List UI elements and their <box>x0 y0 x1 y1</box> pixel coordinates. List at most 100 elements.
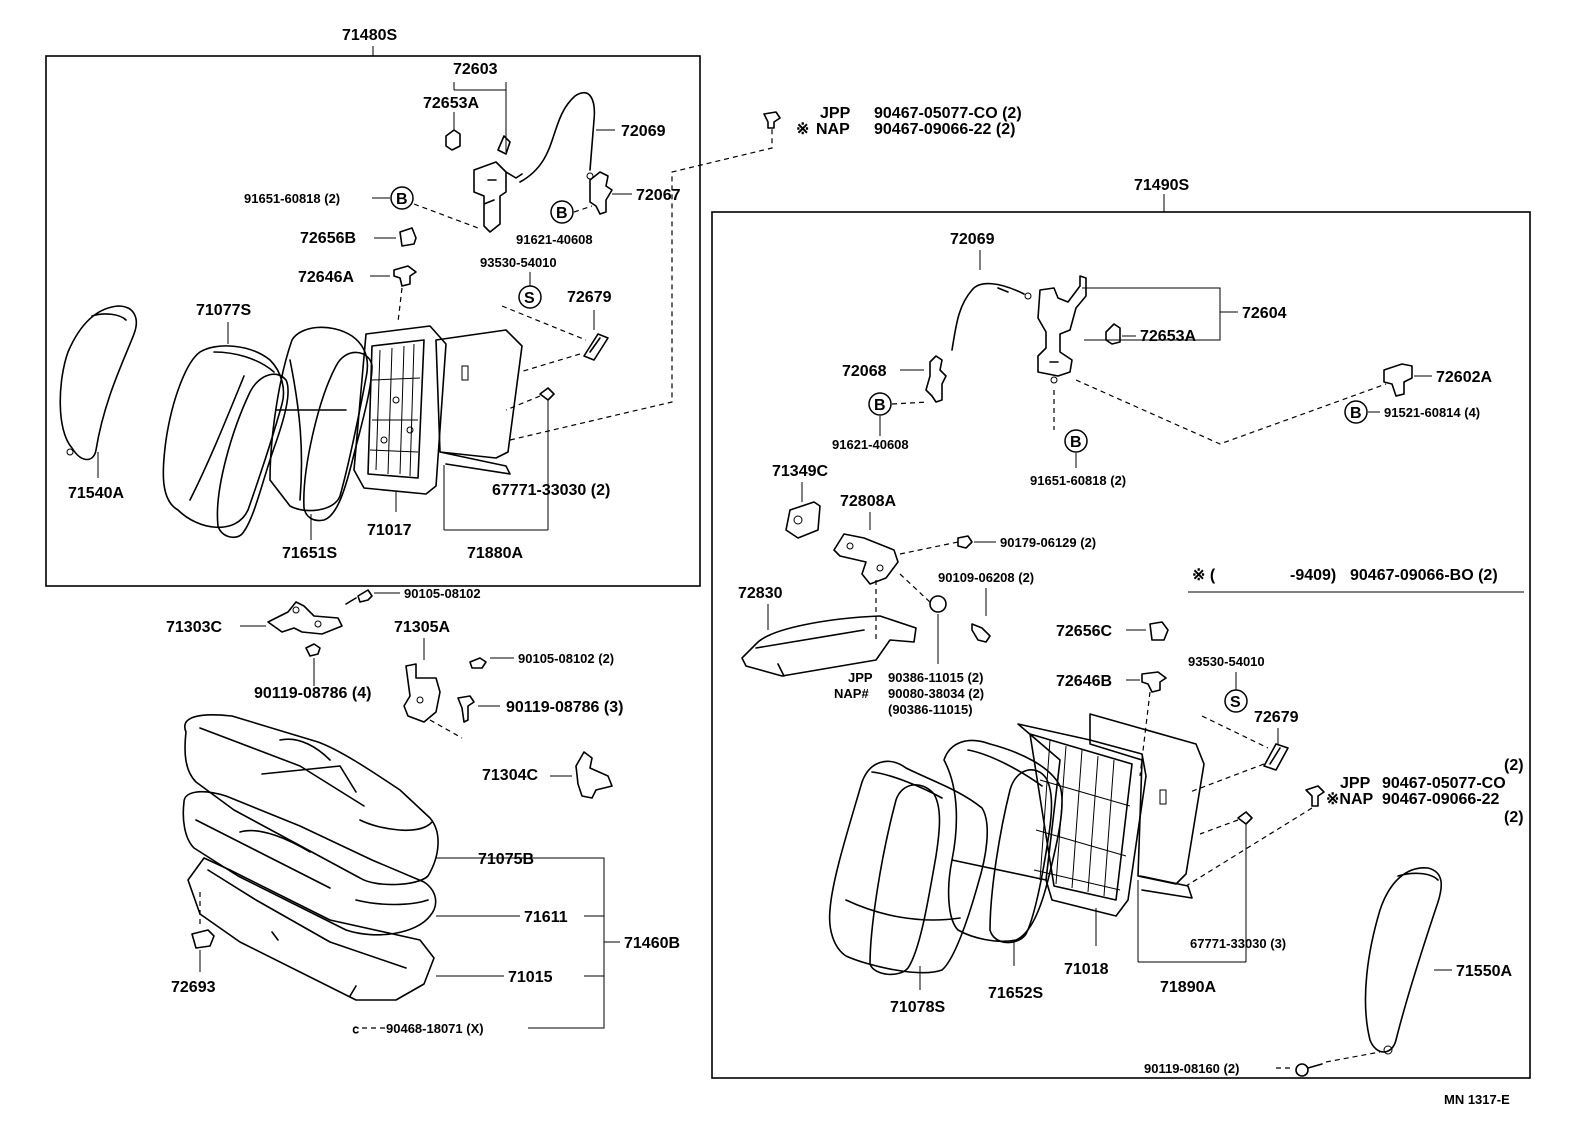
fastener-note-top: JPP ※ NAP 90467-05077-CO (2) 90467-09066… <box>763 105 1022 138</box>
label-72679-left: 72679 <box>567 289 612 306</box>
hinge-72602A <box>1383 363 1413 397</box>
svg-text:B: B <box>1350 405 1362 422</box>
label-90386-alt: (90386-11015) <box>888 702 973 717</box>
label-71075B: 71075B <box>478 851 534 868</box>
label-jpp-bushing: JPP <box>848 670 873 685</box>
seatback-side-bolster <box>216 373 289 539</box>
bushing-90386-11015 <box>929 595 947 613</box>
lock-striker-72068 <box>925 355 947 403</box>
hinge-71304C <box>575 751 613 799</box>
label-71651S: 71651S <box>282 545 337 562</box>
label-nap-hash: NAP# <box>834 686 869 701</box>
svg-text:90467-05077-CO: 90467-05077-CO <box>1382 775 1506 792</box>
label-90119-08786-3: 90119-08786 (3) <box>506 699 623 716</box>
label-71078S: 71078S <box>890 999 945 1016</box>
seatback-cover-71077S <box>162 345 285 529</box>
label-72679-right: 72679 <box>1254 709 1299 726</box>
clip-72693 <box>191 929 215 949</box>
label-90119-08160: 90119-08160 (2) <box>1144 1061 1239 1076</box>
side-trim-71540A <box>59 305 138 461</box>
bolt-90179-06129 <box>957 535 973 549</box>
label-72068: 72068 <box>842 363 887 380</box>
svg-text:JPP: JPP <box>1340 775 1371 792</box>
bolt-90119-08786-b <box>457 695 475 723</box>
screw-90105-08102 <box>345 589 373 605</box>
label-71611: 71611 <box>524 909 568 926</box>
label-71015: 71015 <box>508 969 553 986</box>
seat-lock-72604 <box>1037 275 1087 377</box>
label-72830: 72830 <box>738 585 783 602</box>
svg-text:90467-09066-22: 90467-09066-22 <box>1382 791 1500 808</box>
label-72069-right: 72069 <box>950 231 995 248</box>
armrest-hinge-72808A <box>833 533 899 585</box>
clip-90467-right <box>1305 785 1325 807</box>
label-91621-40608-right: 91621-40608 <box>832 437 909 452</box>
label-93530-54010-left: 93530-54010 <box>480 255 557 270</box>
svg-text:B: B <box>396 191 408 208</box>
label-91521-60814: 91521-60814 (4) <box>1384 405 1480 420</box>
label-71305A: 71305A <box>394 619 450 636</box>
seatback-board-71880A <box>435 329 523 475</box>
clip-72656B <box>399 227 417 247</box>
callout-B-4 <box>1064 429 1088 453</box>
svg-text:S: S <box>524 290 535 307</box>
seatback-bolster-71652S <box>989 769 1053 944</box>
callout-S-left <box>518 285 542 309</box>
svg-text:B: B <box>556 205 568 222</box>
seatback-bolster-71651S <box>303 351 373 522</box>
clip-72656C <box>1149 621 1169 641</box>
lock-striker-72067-left <box>589 171 613 215</box>
screw-90105-08102-b <box>469 657 487 669</box>
seatback-cover-71078S <box>828 760 988 974</box>
label-67771-33030-right: 67771-33030 (3) <box>1190 936 1286 951</box>
seatback-cover-71651S <box>269 326 369 512</box>
label-71017: 71017 <box>367 522 412 539</box>
label-91651-60818-left: 91651-60818 (2) <box>244 191 340 206</box>
release-cable-72069-left <box>519 91 596 183</box>
label-72808A: 72808A <box>840 493 896 510</box>
left-seatback-assembly-group: 71480S 72603 72653A 72069 72067 B 91651-… <box>45 27 773 587</box>
svg-text:90467-09066-22 (2): 90467-09066-22 (2) <box>874 121 1015 138</box>
label-72646A: 72646A <box>298 269 354 286</box>
label-71304C: 71304C <box>482 767 538 784</box>
label-72603: 72603 <box>453 61 498 78</box>
label-71540A: 71540A <box>68 485 124 502</box>
label-90468-18071: 90468-18071 (X) <box>386 1021 484 1036</box>
label-71480S: 71480S <box>342 27 397 44</box>
right-seatback-assembly-group: 71490S 72069 72604 72653A 72068 B 91621-… <box>711 177 1531 1079</box>
hinge-71303C <box>267 601 343 635</box>
svg-text:※: ※ <box>796 121 809 138</box>
svg-text:90467-05077-CO (2): 90467-05077-CO (2) <box>874 105 1022 122</box>
label-71880A: 71880A <box>467 545 523 562</box>
label-72602A: 72602A <box>1436 369 1492 386</box>
hog-ring-90468-18071 <box>352 1026 359 1034</box>
svg-text:(2): (2) <box>1504 757 1524 774</box>
seat-cushion-group: 71075B 71611 71015 72693 90468-18071 (X)… <box>171 713 680 1036</box>
bolt-90119-08786-a <box>305 643 321 657</box>
label-71349C: 71349C <box>772 463 828 480</box>
label-91651-60818-right: 91651-60818 (2) <box>1030 473 1126 488</box>
clip-67771-33030-right <box>1237 811 1253 825</box>
label-90119-08786-4: 90119-08786 (4) <box>254 685 371 702</box>
supersession-range: -9409) <box>1290 567 1336 584</box>
release-cable-72069-right <box>951 282 1025 351</box>
label-72693: 72693 <box>171 979 216 996</box>
right-assembly-frame <box>711 211 1531 1079</box>
label-71303C: 71303C <box>166 619 222 636</box>
svg-text:(2): (2) <box>1504 809 1524 826</box>
label-72656C: 72656C <box>1056 623 1112 640</box>
clip-72653A-right <box>1105 323 1121 345</box>
label-72653A-right: 72653A <box>1140 328 1196 345</box>
callout-B-5 <box>1344 400 1368 424</box>
clip-72646B <box>1141 671 1167 693</box>
seat-cover-71075B <box>184 713 439 886</box>
label-90386-11015: 90386-11015 (2) <box>888 670 983 685</box>
side-trim-71550A <box>1364 867 1443 1053</box>
label-72653A-left: 72653A <box>423 95 479 112</box>
label-90105-08102: 90105-08102 <box>404 586 481 601</box>
supersession-part: 90467-09066-BO (2) <box>1350 567 1498 584</box>
clip-72653A-left <box>445 129 461 151</box>
label-67771-33030-left: 67771-33030 (2) <box>492 482 610 499</box>
seat-lock-72603-left <box>473 135 511 233</box>
svg-text:B: B <box>1070 434 1082 451</box>
